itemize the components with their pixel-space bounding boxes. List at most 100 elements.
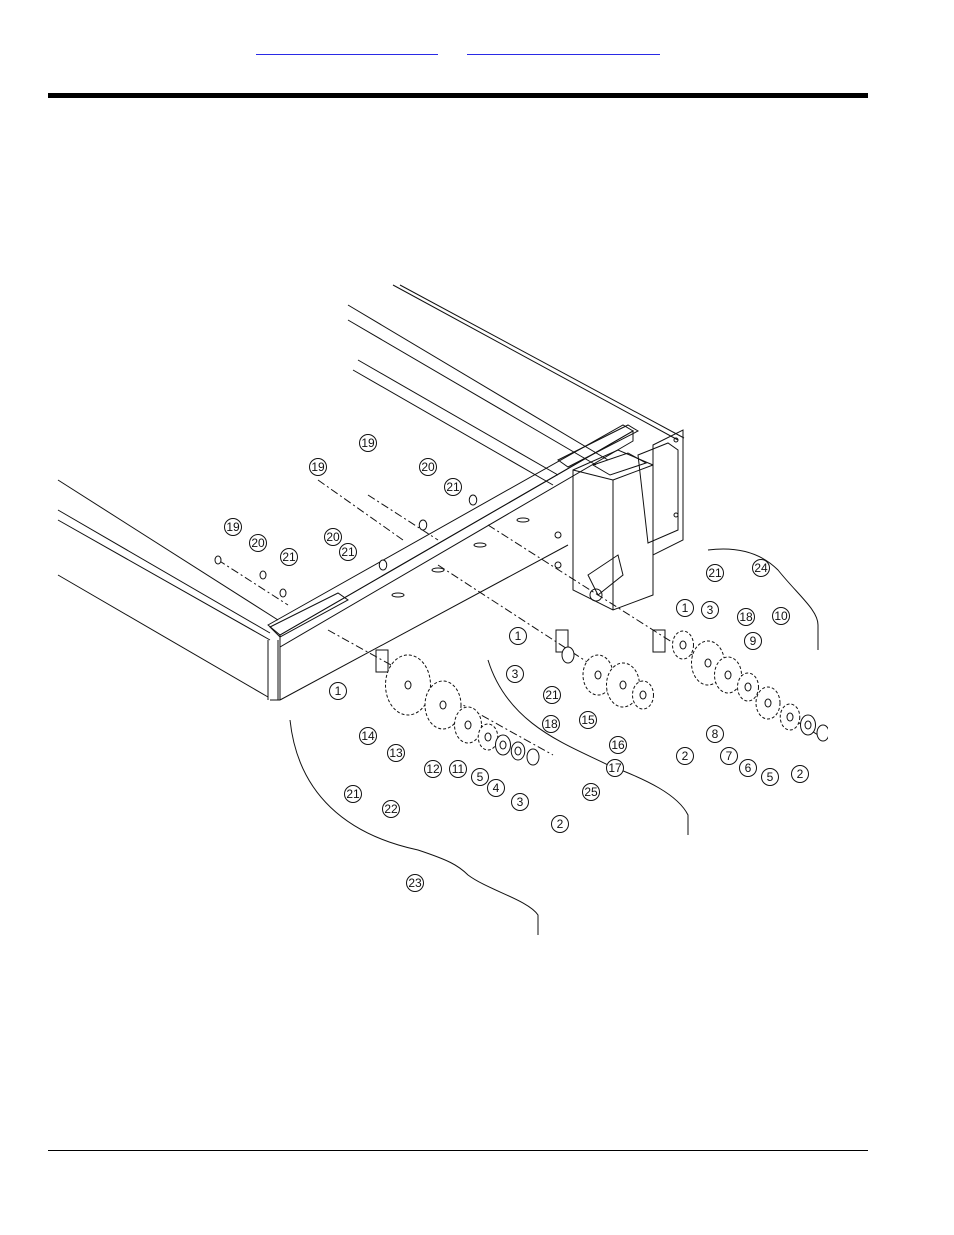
callout-number: 18 (739, 610, 753, 624)
callout-number: 13 (389, 746, 403, 760)
callout-number: 21 (446, 480, 460, 494)
callout-number: 12 (426, 762, 440, 776)
callout-11: 11 (450, 761, 467, 778)
callout-number: 19 (226, 520, 240, 534)
callout-21: 21 (707, 565, 724, 582)
callout-17: 17 (607, 760, 624, 777)
callout-number: 1 (515, 629, 522, 643)
callout-number: 3 (707, 603, 714, 617)
callout-number: 15 (581, 713, 595, 727)
parts-diagram: 1919192021202120212421131810193211815161… (48, 275, 828, 945)
callout-20: 20 (325, 529, 342, 546)
callout-19: 19 (310, 459, 327, 476)
callout-3: 3 (702, 602, 719, 619)
callout-13: 13 (388, 745, 405, 762)
callout-18: 18 (543, 716, 560, 733)
callout-number: 21 (282, 550, 296, 564)
callout-number: 19 (311, 460, 325, 474)
callout-number: 7 (726, 749, 733, 763)
callout-number: 24 (754, 561, 768, 575)
slots (392, 518, 529, 597)
sprocket-disc (673, 631, 694, 659)
callout-21: 21 (281, 549, 298, 566)
sprocket-disc (455, 707, 482, 743)
callout-number: 5 (477, 770, 484, 784)
callout-number: 17 (608, 761, 622, 775)
callout-number: 3 (517, 795, 524, 809)
sprocket-disc (780, 704, 800, 730)
sprocket-disc (801, 715, 816, 735)
sprocket-disc (478, 724, 498, 750)
callout-number: 19 (361, 436, 375, 450)
callout-1: 1 (330, 683, 347, 700)
callout-21: 21 (544, 687, 561, 704)
callout-14: 14 (360, 728, 377, 745)
callout-20: 20 (420, 459, 437, 476)
sprocket-disc (469, 495, 477, 505)
callout-24: 24 (753, 560, 770, 577)
callout-2: 2 (552, 816, 569, 833)
callout-number: 18 (544, 717, 558, 731)
callout-21: 21 (340, 544, 357, 561)
callout-22: 22 (383, 801, 400, 818)
callout-19: 19 (360, 435, 377, 452)
callout-number: 21 (708, 566, 722, 580)
callout-16: 16 (610, 737, 627, 754)
callout-number: 14 (361, 729, 375, 743)
callout-number: 20 (326, 530, 340, 544)
sprocket-disc (817, 725, 828, 741)
callout-2: 2 (677, 748, 694, 765)
callout-number: 4 (493, 781, 500, 795)
callout-number: 21 (545, 688, 559, 702)
sprocket-disc (527, 749, 539, 765)
sprocket-disc (260, 571, 266, 579)
sprocket-disc (738, 673, 759, 701)
callout-number: 6 (745, 761, 752, 775)
callout-21: 21 (445, 479, 462, 496)
frame-rails (58, 285, 684, 700)
callout-number: 1 (682, 601, 689, 615)
sprocket-disc (386, 655, 431, 715)
callout-9: 9 (745, 633, 762, 650)
callout-number: 9 (750, 634, 757, 648)
callout-3: 3 (507, 666, 524, 683)
callout-12: 12 (425, 761, 442, 778)
callout-number: 23 (408, 876, 422, 890)
square-tube (555, 430, 683, 610)
callout-18: 18 (738, 609, 755, 626)
callout-number: 16 (611, 738, 625, 752)
callout-20: 20 (250, 535, 267, 552)
callout-number: 22 (384, 802, 398, 816)
callout-number: 20 (421, 460, 435, 474)
callout-15: 15 (580, 712, 597, 729)
sprocket-disc (562, 647, 574, 663)
callout-25: 25 (583, 784, 600, 801)
callout-8: 8 (707, 726, 724, 743)
sprocket-disc (756, 687, 780, 719)
callout-5: 5 (472, 769, 489, 786)
callout-2: 2 (792, 766, 809, 783)
footer-rule (48, 1150, 868, 1151)
callout-number: 2 (557, 817, 564, 831)
callout-number: 5 (767, 770, 774, 784)
callout-number: 21 (346, 787, 360, 801)
header-rule (48, 93, 868, 98)
callout-number: 2 (682, 749, 689, 763)
callout-number: 10 (774, 609, 788, 623)
callout-number: 25 (584, 785, 598, 799)
callout-4: 4 (488, 780, 505, 797)
callout-7: 7 (721, 748, 738, 765)
callout-number: 1 (335, 684, 342, 698)
sprocket-disc (215, 556, 221, 564)
nav-link-right[interactable] (467, 44, 660, 55)
sprocket-disc (511, 742, 525, 760)
sprocket-disc (633, 681, 654, 709)
nav-link-left[interactable] (256, 44, 438, 55)
callout-number: 20 (251, 536, 265, 550)
callout-5: 5 (762, 769, 779, 786)
callout-1: 1 (510, 628, 527, 645)
callout-number: 8 (712, 727, 719, 741)
callout-6: 6 (740, 760, 757, 777)
callout-number: 11 (452, 762, 465, 776)
callout-number: 3 (512, 667, 519, 681)
